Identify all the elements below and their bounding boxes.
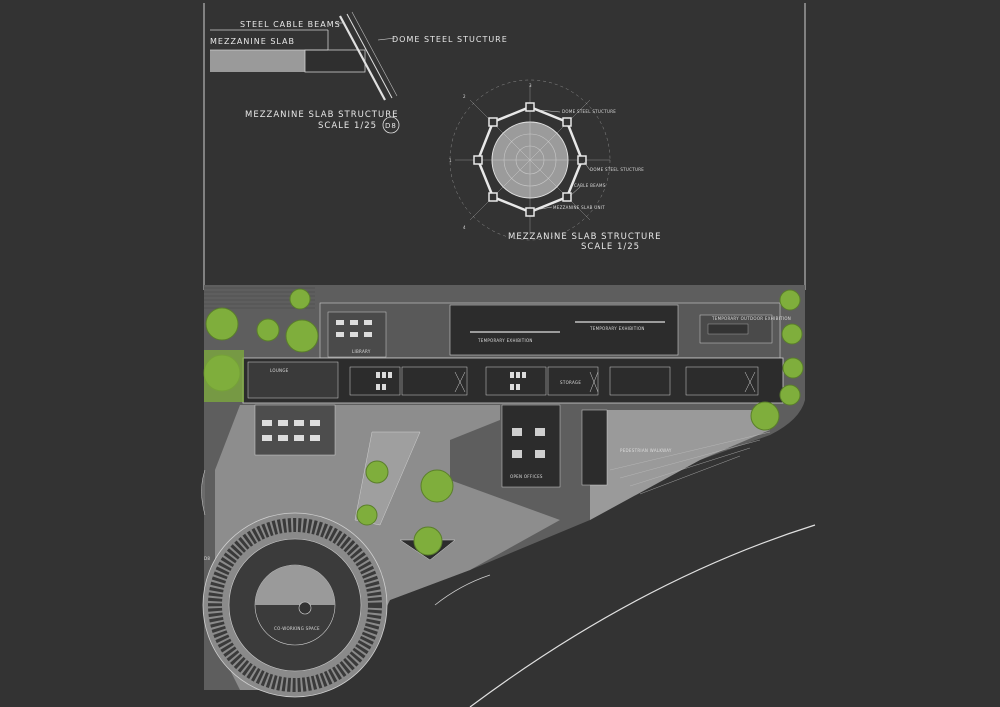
temporary-exhibition-hall [449, 304, 679, 356]
dome-plan-detail: DOME STEEL STUCTURE DOME STEEL STUCTURE … [449, 79, 661, 252]
detail-title: MEZZANINE SLAB STRUCTURE [245, 110, 398, 120]
landscape-slope [609, 431, 771, 495]
tree [205, 307, 239, 341]
sheet-frame [203, 3, 806, 290]
tree [356, 504, 378, 526]
tree [289, 288, 311, 310]
ramp-block [581, 409, 608, 486]
open-offices-label: OPEN OFFICES [510, 474, 543, 479]
axis-label-2: 2 [463, 94, 466, 99]
temp-exhibition-label-1: TEMPORARY EXHIBITION [477, 338, 533, 343]
site-plan: LIBRARY TEMPORARY EXHIBITION TEMPORARY E… [201, 285, 816, 707]
plan-detail-title: MEZZANINE SLAB STRUCTURE [508, 232, 661, 242]
library-tables [336, 320, 372, 337]
lounge-label: LOUNGE [270, 368, 289, 373]
callout-dome-1: DOME STEEL STUCTURE [562, 109, 616, 114]
mezzanine-slab-shape [210, 50, 305, 72]
storage-label: STORAGE [560, 380, 581, 385]
wc-fixtures [376, 372, 526, 390]
temp-exhibition-label-2: TEMPORARY EXHIBITION [589, 326, 645, 331]
tree [779, 289, 801, 311]
steel-cable-beam [339, 11, 398, 101]
section-detail: STEEL CABLE BEAMS MEZZANINE SLAB DOME ST… [210, 11, 508, 134]
tree [365, 460, 389, 484]
coworking-rotunda: CO-WORKING SPACE [202, 512, 388, 698]
plan-detail-scale: SCALE 1/25 [581, 242, 640, 252]
tree [782, 357, 804, 379]
detail-scale: SCALE 1/25 [318, 121, 377, 131]
cable-beams-label: STEEL CABLE BEAMS [240, 20, 341, 29]
pedestrian-walkway-label: PEDESTRIAN WALKWAY [620, 448, 672, 453]
tree [256, 318, 280, 342]
pedestrian-walkway-area [590, 410, 770, 520]
open-offices-room [501, 404, 561, 488]
tree [781, 323, 803, 345]
axis-label-4: 4 [463, 225, 466, 230]
outdoor-exhibition-label: TEMPORARY OUTDOOR EXHIBITION [711, 316, 791, 321]
ramp-walkway [354, 431, 421, 526]
office-block-west [254, 404, 336, 456]
tree [779, 384, 801, 406]
section-tag-text: D8 [385, 122, 397, 130]
tree [420, 469, 454, 503]
column-nodes [473, 102, 587, 217]
callout-cable-beams: CABLE BEAMS [574, 183, 606, 188]
site-section-tag: D8 [204, 556, 210, 561]
callout-slab-unit: MEZZANINE SLAB UNIT [553, 205, 605, 210]
axis-label-3: 3 [529, 83, 532, 88]
tree [285, 319, 319, 353]
axis-label-1: 1 [449, 158, 452, 163]
hedge [204, 350, 244, 402]
tree [413, 526, 443, 556]
mezzanine-slab-label: MEZZANINE SLAB [210, 37, 295, 46]
library-label: LIBRARY [352, 349, 371, 354]
lounge-room [247, 361, 339, 399]
road-edge [469, 524, 816, 707]
tree [750, 401, 780, 431]
coworking-label: CO-WORKING SPACE [274, 626, 320, 631]
callout-dome-2: DOME STEEL STUCTURE [590, 167, 644, 172]
service-rooms [349, 366, 759, 396]
dome-structure-label: DOME STEEL STUCTURE [392, 35, 508, 44]
section-tag-circle [382, 116, 400, 134]
